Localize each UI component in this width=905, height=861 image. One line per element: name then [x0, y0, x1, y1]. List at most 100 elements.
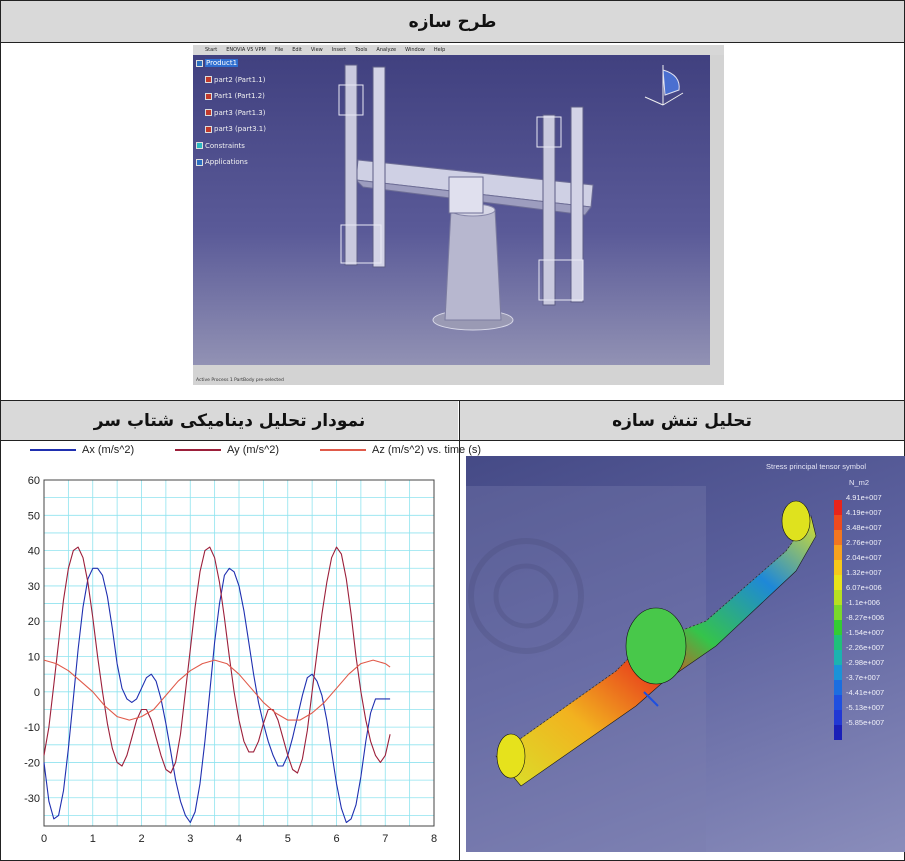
- constraints-icon: [196, 142, 203, 149]
- tree-item[interactable]: Applications: [196, 158, 248, 166]
- tree-item-label: Part1 (Part1.2): [214, 92, 265, 100]
- top-header-title: طرح سازه: [408, 11, 497, 32]
- catia-menu-item[interactable]: Help: [433, 47, 446, 53]
- x-tick-label: 5: [285, 833, 291, 845]
- catia-menu-item[interactable]: Window: [405, 47, 425, 53]
- y-tick-label: -20: [24, 757, 40, 769]
- border-under-top-header: [0, 42, 905, 43]
- tree-item[interactable]: part3 (part3.1): [205, 125, 266, 133]
- colorbar-segment: [834, 620, 842, 635]
- series-line-az: [43, 659, 391, 721]
- catia-menu-item[interactable]: Edit: [292, 47, 302, 53]
- applications-icon: [196, 158, 203, 166]
- colorbar-label: 3.48e+007: [846, 523, 882, 532]
- tree-item[interactable]: part2 (Part1.1): [205, 76, 265, 84]
- left-end: [496, 733, 526, 779]
- y-tick-label: 60: [28, 475, 40, 487]
- y-tick-label: -10: [24, 722, 40, 734]
- center-hub: [448, 176, 484, 214]
- part-icon: [205, 109, 212, 116]
- part-icon: [205, 76, 212, 83]
- support-arrow: [643, 691, 659, 707]
- compass-icon: [644, 65, 684, 106]
- y-tick-label: 20: [28, 616, 40, 628]
- x-tick-label: 6: [333, 833, 339, 845]
- legend-label: Az (m/s^2) vs. time (s): [372, 444, 482, 456]
- tree-item[interactable]: Constraints: [196, 142, 245, 150]
- colorbar-segment: [834, 530, 842, 545]
- catia-right-toolbar[interactable]: [710, 55, 724, 365]
- legend-swatch: [175, 449, 221, 451]
- border-top: [0, 0, 905, 1]
- colorbar-label: 6.07e+006: [846, 583, 882, 592]
- border-under-sub-headers: [0, 440, 905, 441]
- product-icon: [196, 59, 203, 67]
- colorbar-label: -8.27e+006: [846, 613, 885, 622]
- colorbar-segment: [834, 710, 842, 725]
- tree-item[interactable]: Product1: [196, 59, 239, 67]
- chart-header-title: نمودار تحلیل دینامیکی شتاب سر: [93, 410, 366, 431]
- colorbar-segment: [834, 650, 842, 665]
- chart-legend: Ax (m/s^2)Ay (m/s^2)Az (m/s^2) vs. time …: [20, 444, 481, 458]
- legend-swatch: [320, 449, 366, 451]
- catia-menu-item[interactable]: File: [274, 47, 284, 53]
- colorbar-label: -2.98e+007: [846, 658, 885, 667]
- right-end: [781, 500, 811, 542]
- tree-item[interactable]: part3 (Part1.3): [205, 109, 265, 117]
- catia-menu-item[interactable]: Insert: [331, 47, 347, 53]
- colorbar-label: 2.04e+007: [846, 553, 882, 562]
- center-pedestal: [444, 209, 502, 321]
- series-line-ay: [43, 546, 391, 774]
- legend-swatch: [30, 449, 76, 451]
- y-tick-label: 0: [34, 687, 40, 699]
- right-column-1: [542, 114, 556, 306]
- y-tick-label: -30: [24, 793, 40, 805]
- legend-item: Ay (m/s^2): [175, 444, 279, 456]
- top-header: طرح سازه: [1, 1, 904, 42]
- center-joint: [625, 607, 687, 685]
- stress-model: [466, 486, 817, 852]
- y-tick-label: 10: [28, 652, 40, 664]
- colorbar-label: -1.54e+007: [846, 628, 885, 637]
- catia-menu-item[interactable]: Analyze: [376, 47, 397, 53]
- legend-item: Az (m/s^2) vs. time (s): [320, 444, 481, 456]
- part-icon: [205, 92, 212, 100]
- stress-header: تحلیل تنش سازه: [460, 401, 904, 440]
- series-line-ax: [43, 567, 391, 824]
- colorbar-segment: [834, 575, 842, 590]
- colorbar-label: 2.76e+007: [846, 538, 882, 547]
- colorbar-label: -1.1e+006: [846, 598, 880, 607]
- tree-item-label: part2 (Part1.1): [214, 75, 266, 84]
- chart-header: نمودار تحلیل دینامیکی شتاب سر: [1, 401, 458, 440]
- x-tick-label: 1: [90, 833, 96, 845]
- plot-frame: [43, 479, 435, 827]
- tree-item-label: Constraints: [205, 141, 245, 150]
- assembly-model: [338, 64, 684, 331]
- catia-menu-item[interactable]: Start: [205, 47, 218, 53]
- colorbar-label: -5.13e+007: [846, 703, 885, 712]
- colorbar-title: Stress principal tensor symbol: [766, 462, 867, 471]
- colorbar-label: -2.26e+007: [846, 643, 885, 652]
- colorbar-label: -3.7e+007: [846, 673, 880, 682]
- x-tick-label: 4: [236, 833, 242, 845]
- x-tick-label: 8: [431, 833, 437, 845]
- colorbar-segment: [834, 680, 842, 695]
- colorbar-label: -5.85e+007: [846, 718, 885, 727]
- colorbar-segment: [834, 500, 842, 515]
- tree-item[interactable]: Part1 (Part1.2): [205, 92, 265, 100]
- catia-status-bar: Active Process 1 PartBody pre-selected: [193, 376, 724, 385]
- colorbar-label: 4.19e+007: [846, 508, 882, 517]
- catia-menu-item[interactable]: Tools: [355, 47, 368, 53]
- colorbar-segment: [834, 635, 842, 650]
- right-column-2: [570, 106, 584, 303]
- tree-item-label: Applications: [205, 158, 248, 166]
- catia-menu-item[interactable]: ENOVIA V5 VPM: [226, 47, 266, 53]
- catia-bottom-toolbar[interactable]: [193, 365, 724, 376]
- colorbar-segment: [834, 590, 842, 605]
- catia-menu-item[interactable]: View: [310, 47, 323, 53]
- legend-label: Ay (m/s^2): [227, 444, 280, 456]
- border-center-vertical: [459, 400, 460, 861]
- colorbar: [834, 500, 842, 740]
